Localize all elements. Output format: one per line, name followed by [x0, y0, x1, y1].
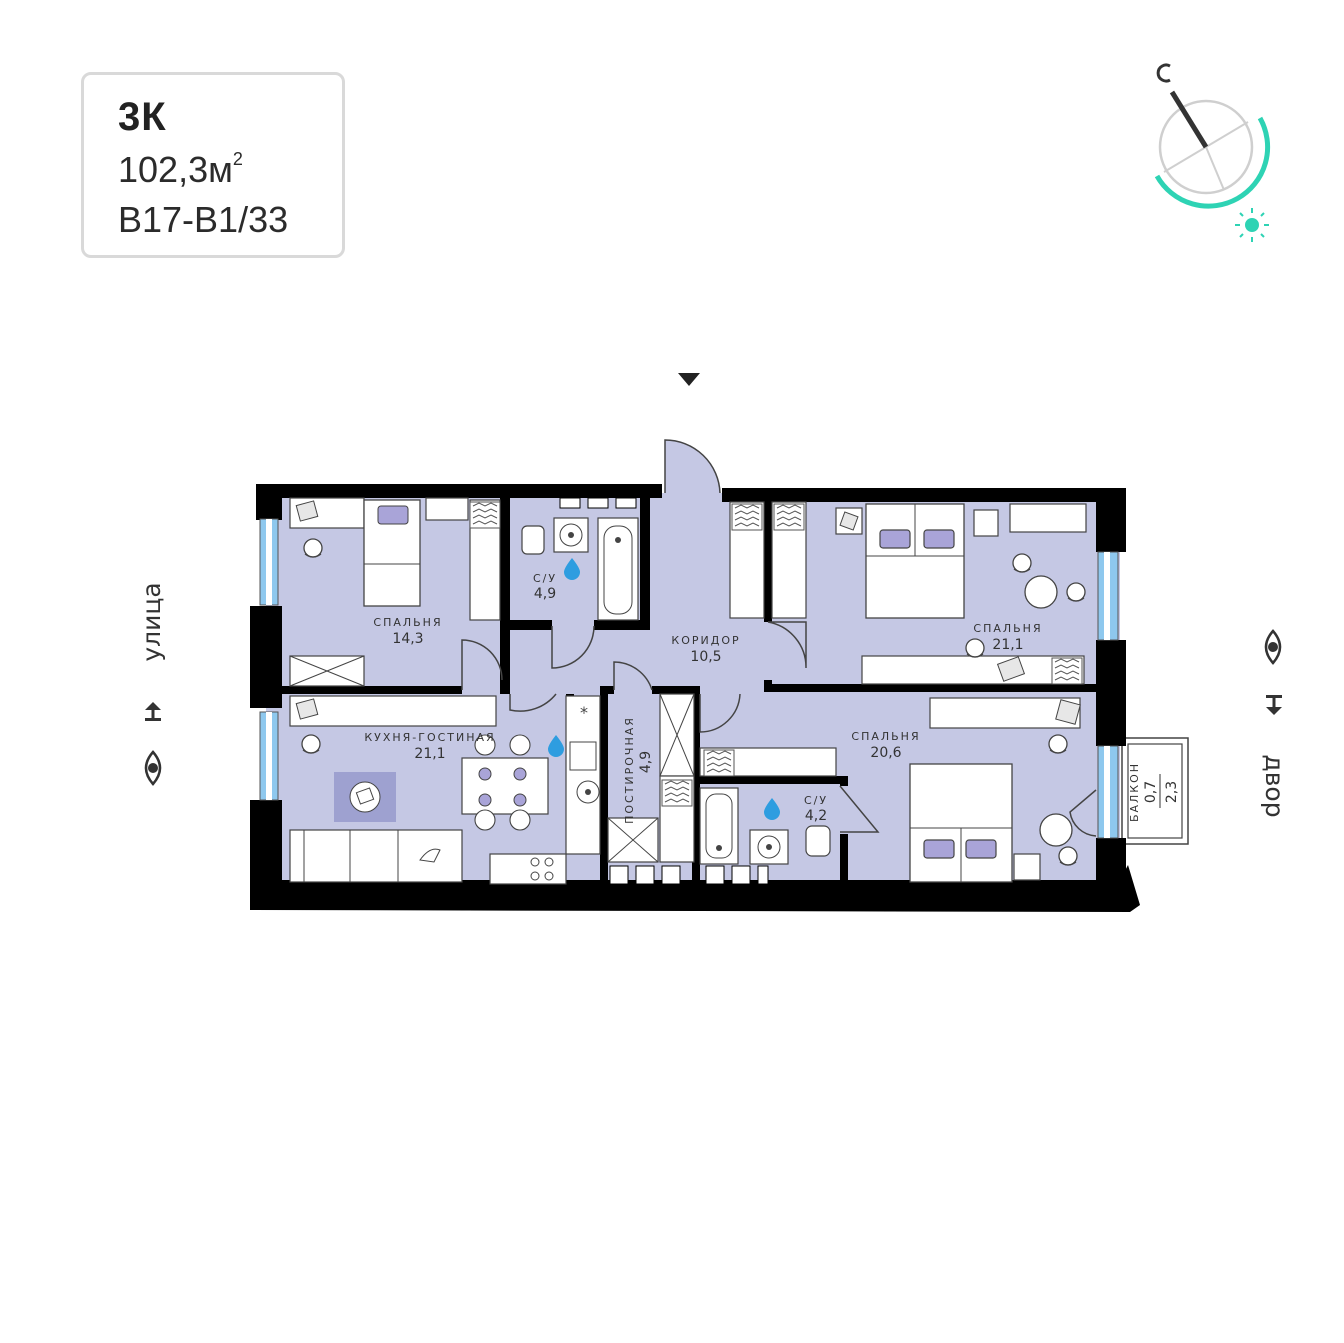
svg-text:С/У: С/У — [804, 794, 828, 807]
bedroom-1-furniture — [289, 497, 501, 687]
right-side-label: двор — [1260, 629, 1289, 818]
svg-text:СПАЛЬНЯ: СПАЛЬНЯ — [973, 622, 1042, 635]
left-arrow-icon — [145, 702, 161, 721]
windows — [259, 497, 1119, 885]
water-drop-icon — [564, 558, 580, 580]
svg-text:21,1: 21,1 — [992, 637, 1023, 653]
right-arrow-icon — [1266, 695, 1282, 715]
water-drop-icon — [764, 798, 780, 820]
bathroom-2-furniture — [699, 747, 837, 865]
svg-text:ПОСТИРОЧНАЯ: ПОСТИРОЧНАЯ — [623, 716, 636, 824]
doors — [461, 439, 1097, 837]
svg-text:14,3: 14,3 — [392, 631, 423, 647]
entrance-arrow-icon — [678, 373, 700, 386]
bedroom-2-furniture — [835, 503, 1087, 685]
svg-text:20,6: 20,6 — [870, 745, 901, 761]
svg-text:21,1: 21,1 — [414, 746, 445, 762]
svg-text:СПАЛЬНЯ: СПАЛЬНЯ — [373, 616, 442, 629]
svg-text:0,7: 0,7 — [1143, 781, 1159, 803]
eye-icon — [144, 750, 162, 786]
svg-text:10,5: 10,5 — [690, 649, 721, 665]
room-label-laundry: ПОСТИРОЧНАЯ 4,9 — [623, 716, 654, 824]
svg-text:СПАЛЬНЯ: СПАЛЬНЯ — [851, 730, 920, 743]
left-side-label: улица — [137, 582, 166, 786]
room-label-bathroom-1: С/У 4,9 — [533, 572, 557, 602]
bedroom-3-furniture — [909, 697, 1081, 883]
laundry-furniture — [607, 693, 695, 863]
apartment-area: 102,3м2 — [118, 149, 243, 190]
svg-text:КОРИДОР: КОРИДОР — [671, 634, 740, 647]
bathroom-1-furniture — [521, 517, 639, 621]
svg-text:4,2: 4,2 — [805, 808, 827, 824]
compass-icon — [1154, 63, 1271, 209]
room-label-balcony: БАЛКОН 0,7 2,3 — [1128, 762, 1180, 822]
svg-text:4,9: 4,9 — [638, 751, 654, 773]
room-label-bathroom-2: С/У 4,2 — [804, 794, 828, 824]
svg-text:С/У: С/У — [533, 572, 557, 585]
apartment-info-card: 3К 102,3м2 В17-В1/33 — [81, 72, 345, 258]
room-label-corridor: КОРИДОР 10,5 — [671, 634, 740, 665]
svg-text:4,9: 4,9 — [534, 586, 556, 602]
svg-text:КУХНЯ-ГОСТИНАЯ: КУХНЯ-ГОСТИНАЯ — [364, 731, 495, 744]
apartment-type: 3К — [118, 95, 167, 139]
svg-text:улица: улица — [137, 582, 166, 661]
svg-text:БАЛКОН: БАЛКОН — [1128, 762, 1141, 822]
eye-icon — [1264, 629, 1282, 665]
room-label-bedroom-2: СПАЛЬНЯ 21,1 — [973, 622, 1042, 653]
room-label-kitchen-living: КУХНЯ-ГОСТИНАЯ 21,1 — [364, 731, 495, 762]
water-drop-icon — [548, 735, 564, 757]
kitchen-living-furniture: * — [289, 695, 601, 885]
sun-icon — [1235, 208, 1269, 242]
corridor-furniture — [729, 501, 807, 619]
room-label-bedroom-1: СПАЛЬНЯ 14,3 — [373, 616, 442, 647]
svg-text:двор: двор — [1260, 754, 1289, 817]
svg-text:*: * — [580, 703, 588, 722]
apartment-code: В17-В1/33 — [118, 199, 289, 240]
svg-text:2,3: 2,3 — [1164, 781, 1180, 803]
room-label-bedroom-3: СПАЛЬНЯ 20,6 — [851, 730, 920, 761]
